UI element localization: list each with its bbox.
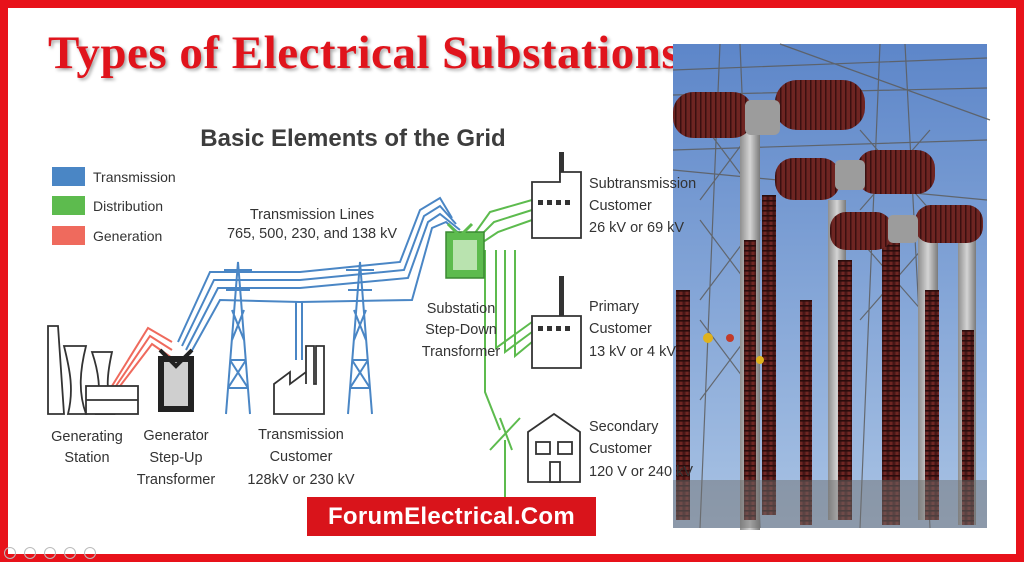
svg-text:Generator: Generator bbox=[143, 428, 208, 444]
svg-text:765, 500, 230, and 138 kV: 765, 500, 230, and 138 kV bbox=[227, 226, 397, 242]
subtransmission-customer-icon bbox=[531, 152, 582, 239]
circle-icon[interactable] bbox=[64, 547, 76, 559]
circle-icon[interactable] bbox=[24, 547, 36, 559]
page-title: Types of Electrical Substations bbox=[48, 27, 681, 79]
label-secondary-customer: Secondary Customer 120 V or 240 kV bbox=[589, 419, 693, 480]
circle-icon[interactable] bbox=[4, 547, 16, 559]
svg-text:26 kV or 69 kV: 26 kV or 69 kV bbox=[589, 220, 684, 236]
primary-customer-icon bbox=[531, 276, 582, 369]
toolbar-icons bbox=[4, 547, 96, 559]
label-transmission-customer: Transmission Customer 128kV or 230 kV bbox=[247, 427, 355, 488]
site-brand-banner[interactable]: ForumElectrical.Com bbox=[307, 497, 596, 536]
transmission-tower-1-icon bbox=[224, 261, 252, 415]
legend-label-transmission: Transmission bbox=[93, 169, 176, 185]
transmission-tower-2-icon bbox=[346, 261, 374, 415]
legend: Transmission Distribution Generation bbox=[52, 167, 176, 245]
svg-text:120 V or 240 kV: 120 V or 240 kV bbox=[589, 464, 693, 480]
label-transmission-lines: Transmission Lines 765, 500, 230, and 13… bbox=[227, 207, 397, 242]
svg-text:Customer: Customer bbox=[589, 198, 652, 214]
svg-text:Transmission: Transmission bbox=[258, 427, 344, 443]
substation-transformer-icon bbox=[445, 222, 485, 279]
distribution-lines bbox=[469, 199, 533, 498]
svg-text:Transformer: Transformer bbox=[137, 472, 216, 488]
svg-text:Step-Down: Step-Down bbox=[425, 322, 497, 338]
svg-text:Secondary: Secondary bbox=[589, 419, 659, 435]
secondary-customer-icon bbox=[527, 412, 581, 483]
label-primary-customer: Primary Customer 13 kV or 4 kV bbox=[589, 299, 676, 360]
label-generator-transformer: Generator Step-Up Transformer bbox=[137, 428, 216, 488]
svg-text:13 kV or 4 kV: 13 kV or 4 kV bbox=[589, 344, 676, 360]
svg-text:Primary: Primary bbox=[589, 299, 640, 315]
transmission-customer-icon bbox=[273, 345, 325, 415]
label-generating-station: Generating Station bbox=[51, 429, 123, 466]
circle-icon[interactable] bbox=[44, 547, 56, 559]
svg-text:Customer: Customer bbox=[270, 449, 333, 465]
svg-text:Transformer: Transformer bbox=[422, 344, 501, 360]
legend-swatch-generation bbox=[52, 226, 85, 245]
circle-icon[interactable] bbox=[84, 547, 96, 559]
label-subtransmission-customer: Subtransmission Customer 26 kV or 69 kV bbox=[589, 176, 696, 236]
legend-label-generation: Generation bbox=[93, 228, 162, 244]
svg-text:Subtransmission: Subtransmission bbox=[589, 176, 696, 192]
substation-photo bbox=[672, 43, 991, 530]
legend-swatch-transmission bbox=[52, 167, 85, 186]
svg-text:Station: Station bbox=[64, 450, 109, 466]
svg-text:Transmission Lines: Transmission Lines bbox=[250, 207, 374, 223]
diagram-heading: Basic Elements of the Grid bbox=[200, 125, 505, 152]
svg-text:128kV or 230 kV: 128kV or 230 kV bbox=[247, 472, 355, 488]
svg-text:Customer: Customer bbox=[589, 321, 652, 337]
generating-station-icon bbox=[47, 325, 139, 415]
svg-text:Step-Up: Step-Up bbox=[149, 450, 202, 466]
transmission-lines bbox=[177, 196, 463, 360]
legend-label-distribution: Distribution bbox=[93, 198, 163, 214]
generator-transformer-icon bbox=[158, 348, 194, 412]
label-substation: Substation Step-Down Transformer bbox=[422, 301, 501, 360]
svg-text:Customer: Customer bbox=[589, 441, 652, 457]
svg-text:Generating: Generating bbox=[51, 429, 123, 445]
legend-swatch-distribution bbox=[52, 196, 85, 215]
svg-text:Substation: Substation bbox=[427, 301, 496, 317]
